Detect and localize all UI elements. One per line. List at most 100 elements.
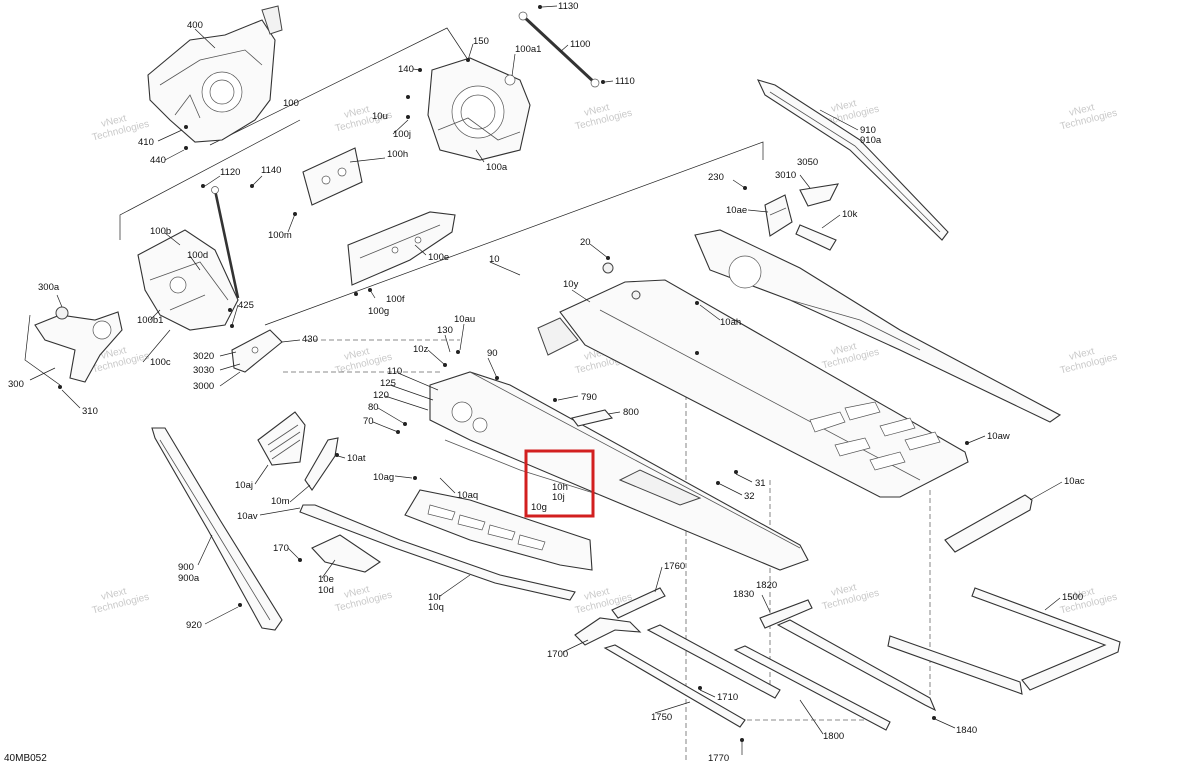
callout[interactable]: 1800 (823, 731, 844, 742)
callout[interactable]: 10av (237, 511, 258, 522)
callout[interactable]: 100g (368, 306, 389, 317)
callout[interactable]: 1770 (708, 753, 729, 764)
callout[interactable]: 100b1 (137, 315, 163, 326)
callout[interactable]: 150 (473, 36, 489, 47)
callout[interactable]: 1820 (756, 580, 777, 591)
callout[interactable]: 440 (150, 155, 166, 166)
callout[interactable]: 130 (437, 325, 453, 336)
callout[interactable]: 430 (302, 334, 318, 345)
callout[interactable]: 90 (487, 348, 498, 359)
callout[interactable]: 100h (387, 149, 408, 160)
callout[interactable]: 10z (413, 344, 429, 355)
callout[interactable]: 900a (178, 573, 200, 584)
callout[interactable]: 10g (531, 502, 547, 513)
callout[interactable]: 100m (268, 230, 292, 241)
callout[interactable]: 100c (150, 357, 171, 368)
callout[interactable]: 10u (372, 111, 388, 122)
callout[interactable]: 1140 (261, 165, 281, 176)
callout[interactable]: 10ae (726, 205, 747, 216)
callout[interactable]: 1710 (717, 692, 738, 703)
callout[interactable]: 20 (580, 237, 591, 248)
callout[interactable]: 100f (386, 294, 405, 305)
callout[interactable]: 1100 (570, 39, 590, 50)
part-10aq-board (404, 489, 593, 571)
callout[interactable]: 3030 (193, 365, 214, 376)
callout[interactable]: 3020 (193, 351, 214, 362)
part-10ae-bracket (764, 194, 793, 237)
callout[interactable]: 80 (368, 402, 379, 413)
callout[interactable]: 3010 (775, 170, 796, 181)
callout[interactable]: 1750 (651, 712, 672, 723)
callout[interactable]: 1120 (220, 167, 240, 178)
callout[interactable]: 920 (186, 620, 202, 631)
callout[interactable]: 10y (563, 279, 579, 290)
callout[interactable]: 100e (428, 252, 449, 263)
callout[interactable]: 910 (860, 125, 876, 136)
callout[interactable]: 900 (178, 562, 194, 573)
callout[interactable]: 10ag (373, 472, 394, 483)
callout[interactable]: 10r (428, 592, 442, 603)
callout[interactable]: 140 (398, 64, 414, 75)
callout[interactable]: 230 (708, 172, 724, 183)
part-1760-bracket (611, 587, 666, 619)
callout[interactable]: 1130 (558, 1, 578, 12)
callout[interactable]: 1760 (664, 561, 685, 572)
callout[interactable]: 10at (347, 453, 366, 464)
callout[interactable]: 10k (842, 209, 858, 220)
callout[interactable]: 10d (318, 585, 334, 596)
callout[interactable]: 70 (363, 416, 374, 427)
callout[interactable]: 10aw (987, 431, 1010, 442)
callout[interactable]: 10aq (457, 490, 478, 501)
callout[interactable]: 125 (380, 378, 396, 389)
part-10r-strip (299, 504, 576, 601)
callout[interactable]: 790 (581, 392, 597, 403)
callout[interactable]: 10j (552, 492, 565, 503)
callout[interactable]: 3000 (193, 381, 214, 392)
callout[interactable]: 10h (552, 482, 568, 493)
callout[interactable]: 10q (428, 602, 444, 613)
callout[interactable]: 31 (755, 478, 766, 489)
callout[interactable]: 1500 (1062, 592, 1083, 603)
part-10e-bracket (311, 534, 381, 573)
callout[interactable]: 1110 (615, 76, 635, 87)
callout[interactable]: 32 (744, 491, 755, 502)
part-1500-bumper (887, 587, 1121, 695)
callout[interactable]: 100b (150, 226, 171, 237)
part-10-tunnel-side (429, 371, 809, 571)
callout[interactable]: 300 (8, 379, 24, 390)
part-100b-frame (137, 229, 239, 331)
callout[interactable]: 1840 (956, 725, 977, 736)
callout[interactable]: 10 (489, 254, 500, 265)
callout[interactable]: 100j (393, 129, 411, 140)
callout[interactable]: 10ac (1064, 476, 1085, 487)
callout[interactable]: 100 (283, 98, 299, 109)
callout[interactable]: 100d (187, 250, 208, 261)
callout[interactable]: 310 (82, 406, 98, 417)
callout[interactable]: 910a (860, 135, 882, 146)
callout[interactable]: 100a1 (515, 44, 541, 55)
callout[interactable]: 10au (454, 314, 475, 325)
callout[interactable]: 410 (138, 137, 154, 148)
callout[interactable]: 1700 (547, 649, 568, 660)
callout[interactable]: 400 (187, 20, 203, 31)
part-1750-rail (603, 644, 746, 728)
callout[interactable]: 10m (271, 496, 290, 507)
callout[interactable]: 100a (486, 162, 508, 173)
callout[interactable]: 425 (238, 300, 254, 311)
callout[interactable]: 170 (273, 543, 289, 554)
tunnel-cutouts (809, 401, 941, 471)
callout[interactable]: 10e (318, 574, 334, 585)
callout[interactable]: 120 (373, 390, 389, 401)
callout[interactable]: 10ah (720, 317, 741, 328)
callout[interactable]: 1830 (733, 589, 754, 600)
callout[interactable]: 300a (38, 282, 60, 293)
callout[interactable]: 10aj (235, 480, 253, 491)
part-1800-rail (733, 645, 891, 731)
callout[interactable]: 3050 (797, 157, 818, 168)
callout[interactable]: 800 (623, 407, 639, 418)
callout[interactable]: 110 (387, 366, 402, 377)
assembly-outlines (24, 27, 931, 760)
